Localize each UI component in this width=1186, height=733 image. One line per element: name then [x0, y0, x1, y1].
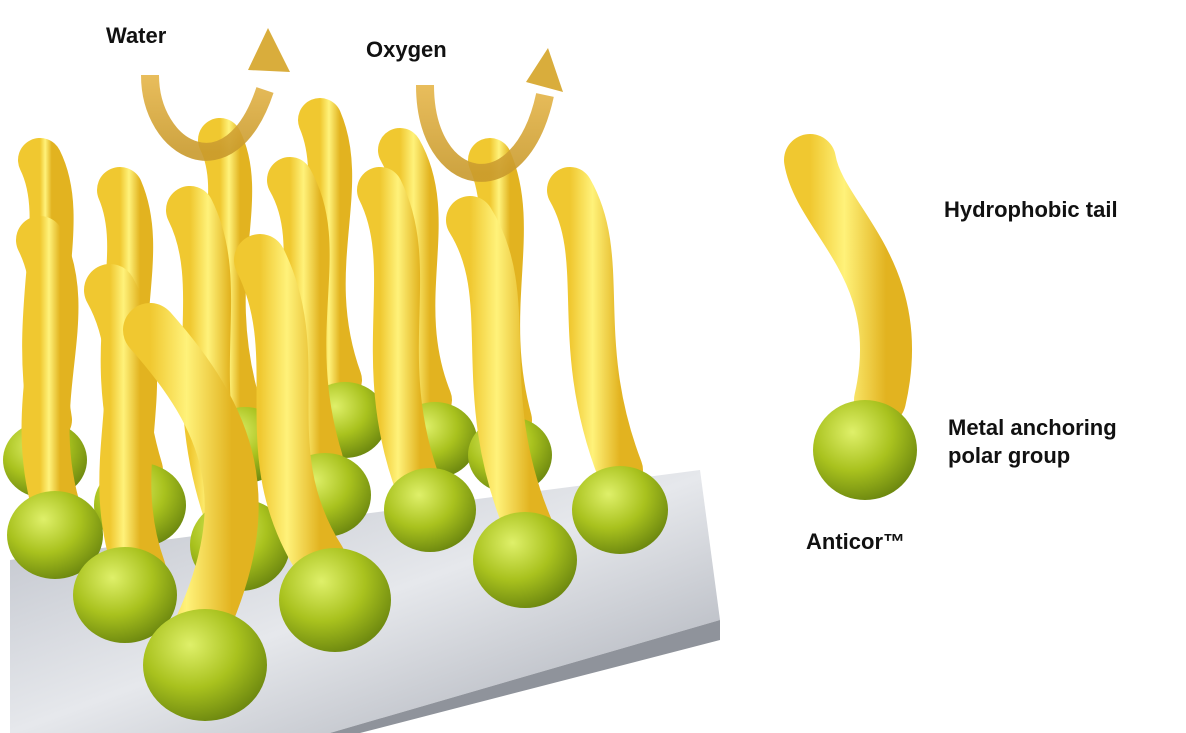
water-label: Water	[106, 22, 166, 50]
polar-group-label-line1: Metal anchoring	[948, 414, 1117, 442]
hydrophobic-tail-label: Hydrophobic tail	[944, 196, 1118, 224]
polar-group-label: Metal anchoring polar group	[948, 414, 1117, 470]
polar-group-label-line2: polar group	[948, 442, 1117, 470]
molecule	[570, 190, 668, 554]
molecule	[470, 220, 577, 608]
isolated-molecule	[810, 160, 917, 500]
brand-label: Anticor™	[806, 528, 905, 556]
oxygen-label: Oxygen	[366, 36, 447, 64]
